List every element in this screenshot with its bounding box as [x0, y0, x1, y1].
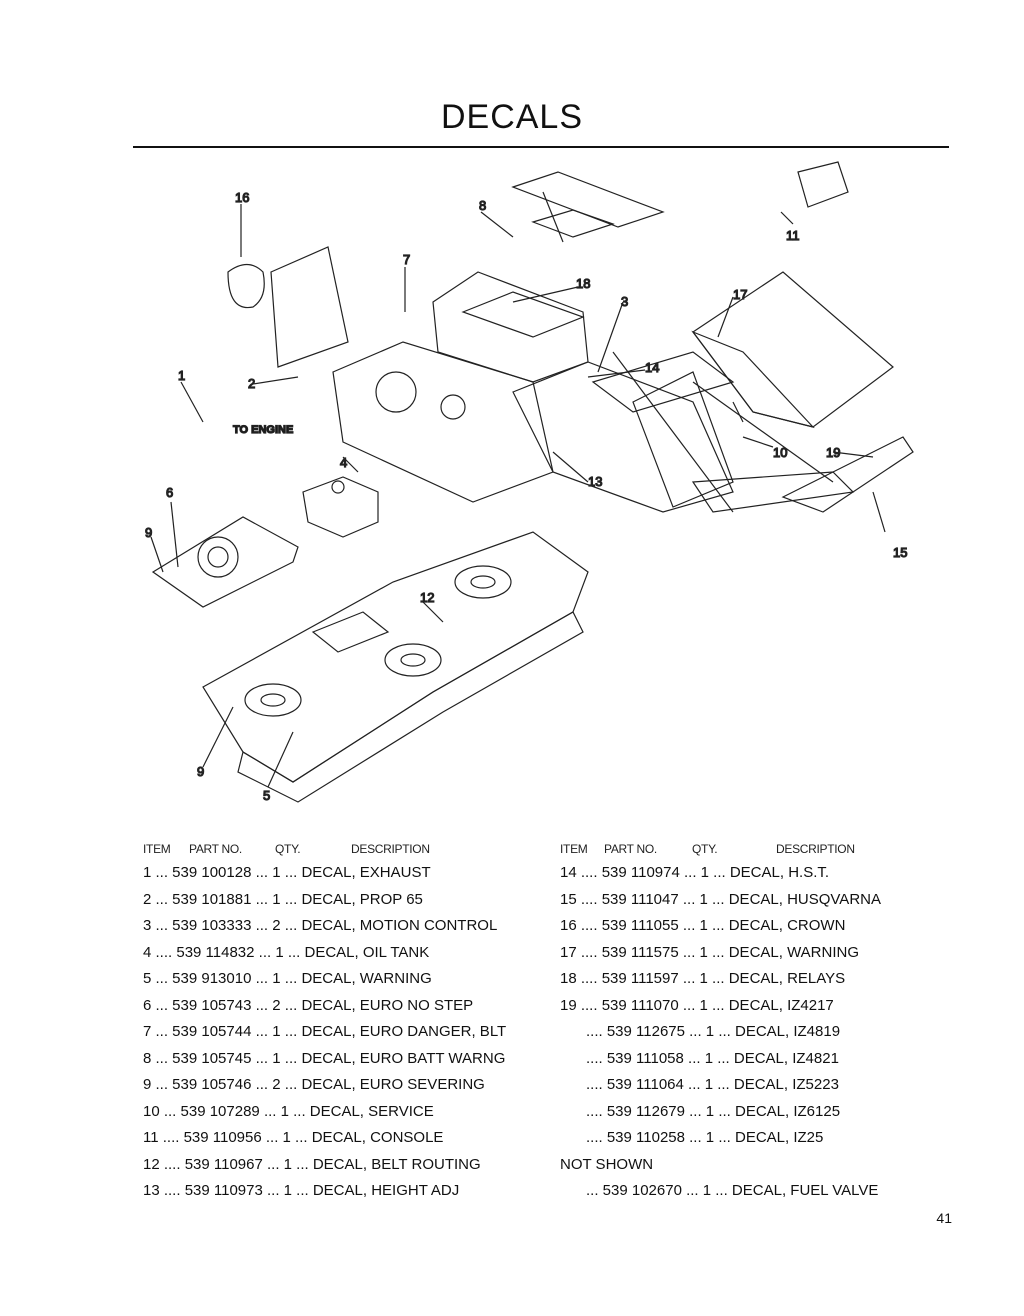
- list-item: 3 ... 539 103333 ... 2 ... DECAL, MOTION…: [143, 917, 498, 934]
- svg-text:13: 13: [588, 474, 602, 489]
- svg-text:19: 19: [826, 445, 840, 460]
- list-item: 2 ... 539 101881 ... 1 ... DECAL, PROP 6…: [143, 890, 423, 908]
- list-item: 11 .... 539 110956 ... 1 ... DECAL, CONS…: [143, 1129, 444, 1146]
- svg-text:14: 14: [645, 360, 659, 375]
- list-item: 12 .... 539 110967 ... 1 ... DECAL, BELT…: [143, 1155, 481, 1173]
- list-item: ... 539 102670 ... 1 ... DECAL, FUEL VAL…: [586, 1182, 879, 1199]
- svg-text:3: 3: [621, 294, 628, 309]
- list-item: 15 .... 539 111047 ... 1 ... DECAL, HUSQ…: [560, 890, 881, 908]
- page-number: 41: [936, 1210, 952, 1226]
- svg-text:4: 4: [340, 455, 347, 470]
- list-item: 5 ... 539 913010 ... 1 ... DECAL, WARNIN…: [143, 970, 432, 987]
- exploded-parts-diagram: 16 8 7 2 1 18 3 14 11 17 10 19 15 13 4 6…: [133, 152, 949, 812]
- svg-text:6: 6: [166, 485, 173, 500]
- list-item: 18 .... 539 111597 ... 1 ... DECAL, RELA…: [560, 970, 846, 987]
- list-item: 8 ... 539 105745 ... 1 ... DECAL, EURO B…: [143, 1049, 506, 1067]
- table-header: ITEM PART NO. QTY. DESCRIPTION: [560, 840, 930, 860]
- col-item: ITEM: [143, 842, 171, 856]
- list-item: 4 .... 539 114832 ... 1 ... DECAL, OIL T…: [143, 943, 430, 961]
- title-rule: [133, 146, 949, 148]
- list-item: 13 .... 539 110973 ... 1 ... DECAL, HEIG…: [143, 1182, 460, 1199]
- list-item: 7 ... 539 105744 ... 1 ... DECAL, EURO D…: [143, 1023, 507, 1040]
- svg-text:12: 12: [420, 590, 434, 605]
- list-item: NOT SHOWN: [560, 1155, 654, 1173]
- parts-list-left: ITEM PART NO. QTY. DESCRIPTION 1 ... 539…: [143, 840, 543, 1205]
- list-item: 9 ... 539 105746 ... 2 ... DECAL, EURO S…: [143, 1076, 485, 1093]
- col-description: DESCRIPTION: [776, 842, 855, 856]
- svg-text:17: 17: [733, 287, 747, 302]
- list-item: 19 .... 539 111070 ... 1 ... DECAL, IZ42…: [560, 996, 834, 1014]
- col-item: ITEM: [560, 842, 588, 856]
- page-title: DECALS: [440, 98, 584, 136]
- svg-text:9: 9: [197, 764, 204, 779]
- list-item: 14 .... 539 110974 ... 1 ... DECAL, H.S.…: [560, 864, 830, 881]
- parts-list-right: ITEM PART NO. QTY. DESCRIPTION 14 .... 5…: [560, 840, 930, 1205]
- list-item: .... 539 110258 ... 1 ... DECAL, IZ25: [586, 1129, 824, 1146]
- list-item: .... 539 111064 ... 1 ... DECAL, IZ5223: [586, 1076, 839, 1093]
- col-part-no: PART NO.: [189, 842, 242, 856]
- col-qty: QTY.: [275, 842, 301, 856]
- to-engine-label: TO ENGINE: [233, 424, 293, 436]
- svg-text:15: 15: [893, 545, 907, 560]
- list-item: 6 ... 539 105743 ... 2 ... DECAL, EURO N…: [143, 996, 474, 1014]
- list-item: 17 .... 539 111575 ... 1 ... DECAL, WARN…: [560, 943, 860, 961]
- list-item: 10 ... 539 107289 ... 1 ... DECAL, SERVI…: [143, 1102, 434, 1120]
- svg-text:16: 16: [235, 190, 249, 205]
- svg-text:10: 10: [773, 445, 787, 460]
- list-item: .... 539 112675 ... 1 ... DECAL, IZ4819: [586, 1023, 841, 1040]
- table-header: ITEM PART NO. QTY. DESCRIPTION: [143, 840, 543, 860]
- col-description: DESCRIPTION: [351, 842, 430, 856]
- svg-text:9: 9: [145, 525, 152, 540]
- list-item: .... 539 112679 ... 1 ... DECAL, IZ6125: [586, 1102, 841, 1120]
- svg-text:18: 18: [576, 276, 590, 291]
- svg-text:7: 7: [403, 252, 410, 267]
- svg-text:2: 2: [248, 376, 255, 391]
- list-item: .... 539 111058 ... 1 ... DECAL, IZ4821: [586, 1049, 839, 1067]
- svg-text:1: 1: [178, 368, 185, 383]
- svg-text:5: 5: [263, 788, 270, 803]
- col-part-no: PART NO.: [604, 842, 657, 856]
- svg-text:11: 11: [786, 228, 800, 243]
- svg-text:8: 8: [479, 198, 486, 213]
- list-item: 16 .... 539 111055 ... 1 ... DECAL, CROW…: [560, 917, 846, 934]
- list-item: 1 ... 539 100128 ... 1 ... DECAL, EXHAUS…: [143, 864, 431, 881]
- col-qty: QTY.: [692, 842, 718, 856]
